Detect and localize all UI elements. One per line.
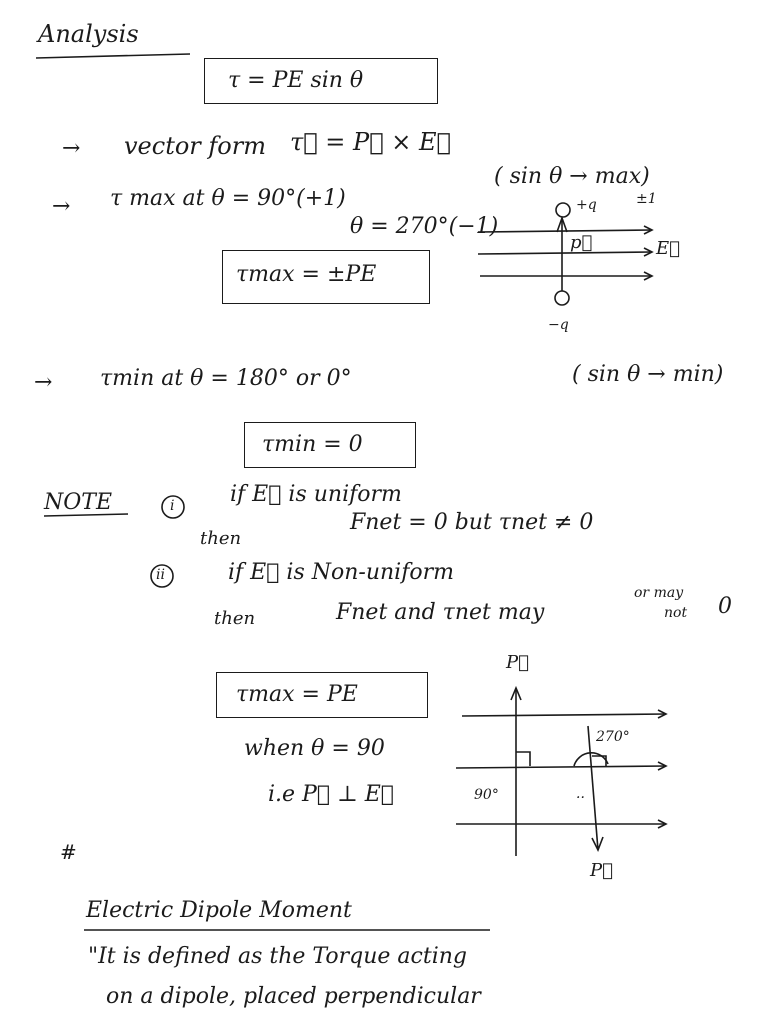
tau-max-text: τ max at θ = 90°(+1) [110, 186, 346, 211]
dipole-e-label: E⃗ [656, 238, 680, 259]
angle-bottom-p: P⃗ [590, 860, 613, 881]
angle-top-p: P⃗ [506, 652, 529, 673]
formula-text: τ = PE sin θ [228, 68, 364, 93]
tau-min-aside: ( sin θ → min) [572, 362, 724, 387]
note-ii-line2: Fnet and τnet may [336, 600, 545, 625]
tau-max-pe-text: τmax = PE [236, 682, 358, 707]
tau-min-text: τmin at θ = 180° or 0° [100, 366, 352, 391]
note-ii-not: not [664, 605, 688, 621]
dipole-p-label: p⃗ [570, 232, 593, 253]
hash-mark: # [60, 840, 77, 864]
angle-270-label: 270° [596, 729, 630, 745]
note-i-then: then [200, 528, 242, 549]
page-heading: Analysis [38, 20, 139, 48]
tau-max-box [222, 250, 430, 304]
note-ii-line1: if E⃗ is Non-uniform [228, 560, 454, 585]
note-label: NOTE [44, 490, 113, 515]
tau-min-box-text: τmin = 0 [262, 432, 363, 457]
tau-max-line2: θ = 270°(−1) [350, 214, 499, 239]
dipole-neg-charge: −q [548, 317, 569, 333]
vector-form-equation: τ⃗ = P⃗ × E⃗ [290, 128, 451, 156]
tau-min-arrow: → [34, 370, 53, 395]
vector-form-label: vector form [124, 132, 266, 160]
vector-form-arrow: → [62, 136, 81, 161]
tau-min-box [244, 422, 416, 468]
tau-max-aside: ( sin θ → max) [494, 164, 650, 189]
ie-line: i.e P⃗ ⊥ E⃗ [268, 782, 394, 807]
note-ii-then: then [214, 608, 256, 629]
angle-90-label: 90° [474, 787, 499, 803]
dipole-pos-charge: +q [576, 197, 597, 213]
section-title: Electric Dipole Moment [86, 898, 352, 923]
note-ii-number: ii [156, 567, 165, 583]
tau-max-pe-box [216, 672, 428, 718]
note-i-number: i [170, 498, 175, 514]
note-i-line1: if E⃗ is uniform [230, 482, 402, 507]
note-i-line2: Fnet = 0 but τnet ≠ 0 [350, 510, 594, 535]
note-ii-or: or may [634, 585, 684, 601]
svg-text:··: ·· [576, 790, 585, 806]
note-ii-zero: 0 [718, 594, 732, 619]
definition-line-1: "It is defined as the Torque acting [88, 944, 467, 969]
tau-max-pm: ±1 [636, 191, 657, 207]
definition-line-2: on a dipole, placed perpendicular [106, 984, 481, 1009]
when-line: when θ = 90 [244, 736, 385, 761]
formula-box [204, 58, 438, 104]
tau-max-arrow: → [52, 194, 71, 219]
tau-max-box-text: τmax = ±PE [236, 262, 377, 287]
